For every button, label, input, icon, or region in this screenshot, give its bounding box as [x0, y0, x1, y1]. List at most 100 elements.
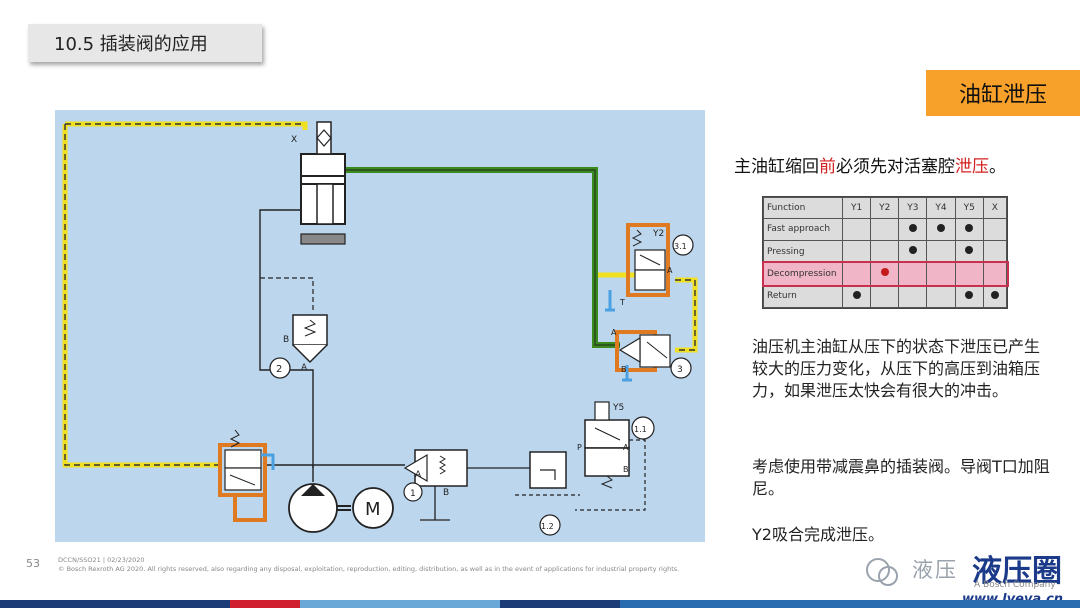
svg-text:M: M — [365, 499, 381, 520]
slide-title: 10.5 插装阀的应用 — [28, 24, 262, 62]
svg-text:T: T — [619, 298, 625, 307]
table-row: Fast approach — [763, 217, 1008, 241]
dot-marker — [965, 223, 974, 232]
table-cell — [982, 262, 1008, 286]
svg-text:A: A — [301, 363, 308, 373]
table-row-label: Return — [763, 284, 843, 309]
table-cell — [898, 217, 928, 241]
directional-valve-1-1 — [575, 401, 646, 511]
main-cylinder — [300, 121, 346, 245]
table-row: Decompression — [761, 260, 1009, 288]
pressure-line-inner — [345, 169, 620, 346]
circuit-svg: X B A 2 — [62, 121, 698, 536]
table-cell — [982, 217, 1008, 241]
table-row: Pressing — [763, 239, 1008, 264]
table-cell — [926, 239, 956, 264]
footer-text: DCCN/SSO21 | 02/23/2020 © Bosch Rexroth … — [58, 556, 758, 574]
table-header-cell: Y3 — [898, 197, 928, 219]
cartridge-valve-3 — [615, 330, 671, 382]
table-cell — [982, 284, 1008, 309]
slide-title-text: 10.5 插装阀的应用 — [54, 34, 208, 55]
svg-text:B: B — [623, 465, 629, 474]
bottom-color-bar — [0, 600, 1080, 608]
relief-valve-1-2 — [515, 451, 580, 496]
table-cell — [870, 262, 900, 286]
svg-text:1: 1 — [410, 489, 416, 499]
watermark: 液压 液压圈 A Bosch Company www.lyeya.cn — [862, 544, 1080, 608]
page-number: 53 — [26, 557, 40, 570]
table-cell — [982, 239, 1008, 264]
table-cell — [926, 217, 956, 241]
table-cell — [841, 239, 872, 264]
table-header-cell: Y5 — [954, 197, 984, 219]
table-cell — [870, 284, 900, 309]
svg-text:2: 2 — [276, 364, 282, 375]
footer-line-1: DCCN/SSO21 | 02/23/2020 — [58, 556, 145, 564]
pressure-line — [345, 167, 620, 348]
paragraph-decompression: 油压机主油缸从压下的状态下泄压已产生较大的压力变化，从压下的高压到油箱压力，如果… — [752, 337, 1041, 400]
pump-motor — [288, 483, 394, 533]
dot-marker — [965, 290, 974, 299]
company-tagline: A Bosch Company — [974, 580, 1056, 590]
dot-marker — [852, 290, 861, 299]
pilot-line-left-dash — [64, 123, 305, 466]
table-cell — [954, 239, 984, 264]
table-row-label: Fast approach — [763, 217, 843, 241]
table-cell — [841, 262, 872, 286]
table-cell — [898, 262, 928, 286]
check-valve-1 — [403, 449, 468, 487]
table-cell — [954, 262, 984, 286]
table-row: Return — [763, 284, 1008, 309]
table-header-cell: Y2 — [870, 197, 900, 219]
table-cell — [954, 217, 984, 241]
valve-left-orange — [218, 429, 275, 522]
dot-marker — [880, 268, 889, 277]
svg-text:Y5: Y5 — [612, 403, 624, 413]
wechat-icon — [866, 558, 898, 586]
valve-3-1 — [626, 223, 670, 297]
section-heading: 主油缸缩回前必须先对活塞腔泄压。 — [734, 157, 1006, 177]
cartridge-valve-2 — [292, 314, 328, 364]
table-cell — [841, 217, 872, 241]
table-cell — [926, 262, 956, 286]
table-cell — [926, 284, 956, 309]
hydraulic-circuit-diagram: X B A 2 — [55, 110, 705, 542]
table-cell — [898, 284, 928, 309]
table-header-cell: X — [982, 197, 1008, 219]
dot-marker — [908, 223, 917, 232]
table-cell — [870, 217, 900, 241]
footer-line-2: © Bosch Rexroth AG 2020. All rights rese… — [58, 565, 680, 573]
dot-marker — [965, 246, 974, 255]
svg-text:B: B — [283, 335, 289, 345]
table-row-label: Decompression — [763, 262, 843, 286]
table-header-cell: Y1 — [841, 197, 872, 219]
svg-text:A: A — [611, 328, 617, 337]
svg-text:3.1: 3.1 — [674, 242, 687, 251]
table-cell — [954, 284, 984, 309]
svg-text:A: A — [623, 443, 629, 452]
watermark-logo-text: 液压圈 — [972, 554, 1062, 589]
label-x: X — [291, 135, 297, 145]
topic-label: 油缸泄压 — [926, 70, 1080, 116]
svg-text:A: A — [415, 470, 422, 480]
svg-text:B: B — [443, 488, 449, 498]
table-cell — [870, 239, 900, 264]
pilot-line-right — [675, 277, 698, 353]
svg-text:B: B — [621, 365, 627, 374]
table-header-cell: Y4 — [926, 197, 956, 219]
svg-text:Y2: Y2 — [652, 229, 664, 239]
svg-text:1.1: 1.1 — [634, 425, 647, 434]
table-row-label: Pressing — [763, 239, 843, 264]
table-cell — [841, 284, 872, 309]
topic-label-text: 油缸泄压 — [958, 83, 1047, 108]
dot-marker — [908, 246, 917, 255]
svg-text:A: A — [667, 266, 673, 275]
table-header-cell: Function — [763, 197, 843, 219]
svg-text:3: 3 — [677, 365, 683, 375]
pilot-line-right-dash — [675, 279, 696, 351]
paragraph-y2: Y2吸合完成泄压。 — [752, 525, 884, 544]
table-cell — [898, 239, 928, 264]
